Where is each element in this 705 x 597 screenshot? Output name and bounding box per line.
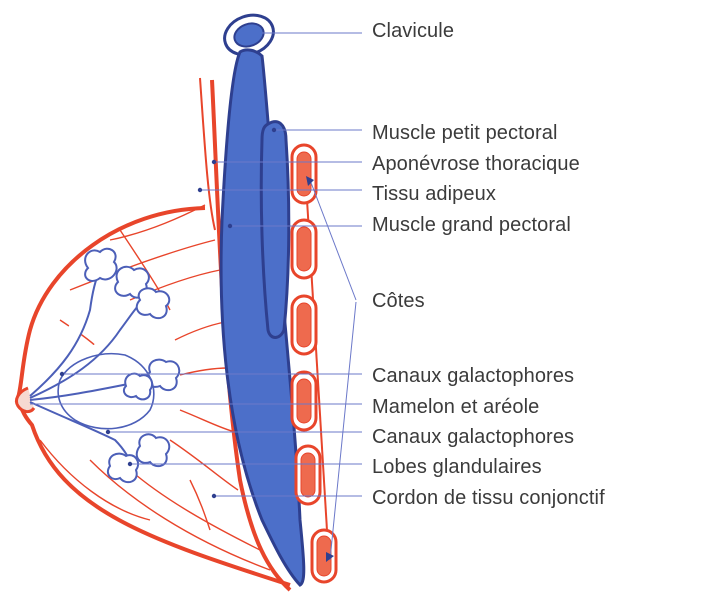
label-lobes-glandulaires: Lobes glandulaires (372, 456, 542, 478)
main-ducts (30, 270, 150, 470)
label-muscle-grand-pectoral: Muscle grand pectoral (372, 214, 571, 236)
label-cordon-tissu-conjonctif: Cordon de tissu conjonctif (372, 487, 605, 509)
label-muscle-petit-pectoral: Muscle petit pectoral (372, 122, 558, 144)
label-canaux-galactophores-1: Canaux galactophores (372, 365, 574, 387)
lobe-6 (137, 434, 170, 466)
label-aponevrose-thoracique: Aponévrose thoracique (372, 153, 580, 175)
label-canaux-galactophores-2: Canaux galactophores (372, 426, 574, 448)
label-cotes: Côtes (372, 290, 425, 312)
lobe-7 (108, 454, 138, 483)
lobe-1 (85, 249, 117, 281)
label-clavicule: Clavicule (372, 20, 454, 42)
label-mamelon-areole: Mamelon et aréole (372, 396, 539, 418)
label-tissu-adipeux: Tissu adipeux (372, 183, 496, 205)
lobe-3 (137, 288, 170, 318)
pectoralis-minor-muscle (261, 122, 289, 338)
lobe-5 (124, 374, 152, 400)
